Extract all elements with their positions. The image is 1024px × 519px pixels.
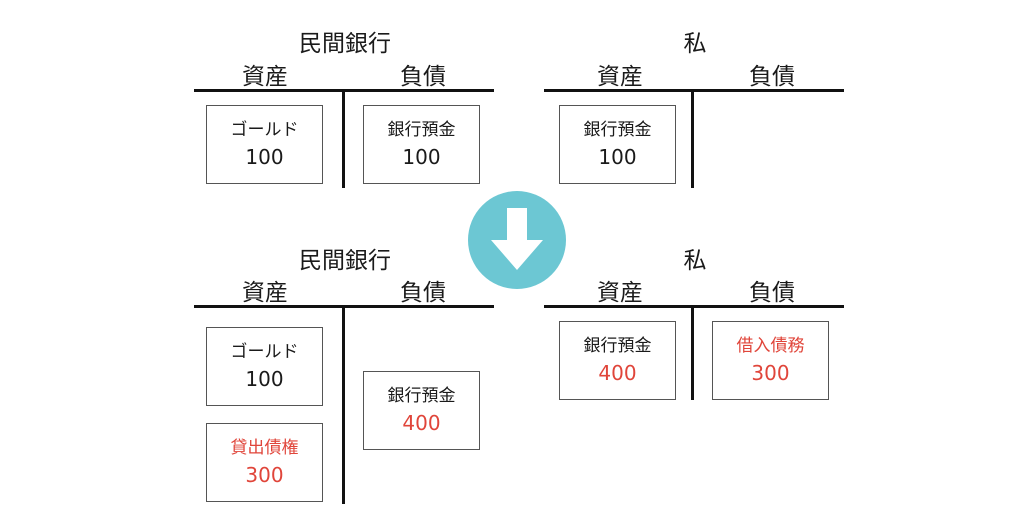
after-bank-liability-deposit: 銀行預金 400 [363, 371, 480, 450]
after-me-assets-header: 資産 [597, 280, 643, 306]
account-amount: 100 [598, 144, 637, 169]
before-bank-liability-deposit: 銀行預金 100 [363, 105, 480, 184]
before-me-horizontal-line [544, 89, 844, 92]
account-amount: 300 [245, 462, 284, 487]
account-label: 銀行預金 [583, 119, 652, 140]
before-bank-asset-gold: ゴールド 100 [206, 105, 323, 184]
before-me-asset-deposit: 銀行預金 100 [559, 105, 676, 184]
after-bank-vertical-line [342, 305, 345, 504]
before-bank-liabilities-header: 負債 [400, 64, 446, 90]
down-arrow-icon [468, 191, 566, 289]
after-bank-title: 民間銀行 [299, 248, 391, 274]
after-me-liabilities-header: 負債 [749, 280, 795, 306]
before-bank-vertical-line [342, 89, 345, 188]
account-label: 銀行預金 [387, 385, 456, 406]
account-label: 借入債務 [736, 335, 805, 356]
before-me-liabilities-header: 負債 [749, 64, 795, 90]
after-bank-asset-loan: 貸出債権 300 [206, 423, 323, 502]
account-amount: 300 [751, 360, 790, 385]
after-me-title: 私 [683, 248, 707, 274]
account-amount: 100 [245, 366, 284, 391]
after-me-asset-deposit: 銀行預金 400 [559, 321, 676, 400]
account-amount: 100 [402, 144, 441, 169]
account-label: 貸出債権 [230, 437, 299, 458]
after-bank-assets-header: 資産 [242, 280, 288, 306]
account-amount: 400 [598, 360, 637, 385]
after-me-horizontal-line [544, 305, 844, 308]
after-me-liability-borrowing: 借入債務 300 [712, 321, 829, 400]
account-label: 銀行預金 [387, 119, 456, 140]
before-bank-title: 民間銀行 [299, 31, 391, 57]
account-label: ゴールド [230, 119, 299, 140]
account-amount: 400 [402, 410, 441, 435]
after-me-vertical-line [691, 305, 694, 400]
after-bank-asset-gold: ゴールド 100 [206, 327, 323, 406]
after-bank-liabilities-header: 負債 [400, 280, 446, 306]
account-amount: 100 [245, 144, 284, 169]
account-label: ゴールド [230, 341, 299, 362]
before-me-title: 私 [683, 31, 707, 57]
before-bank-assets-header: 資産 [242, 64, 288, 90]
before-me-assets-header: 資産 [597, 64, 643, 90]
account-label: 銀行預金 [583, 335, 652, 356]
before-me-vertical-line [691, 89, 694, 188]
